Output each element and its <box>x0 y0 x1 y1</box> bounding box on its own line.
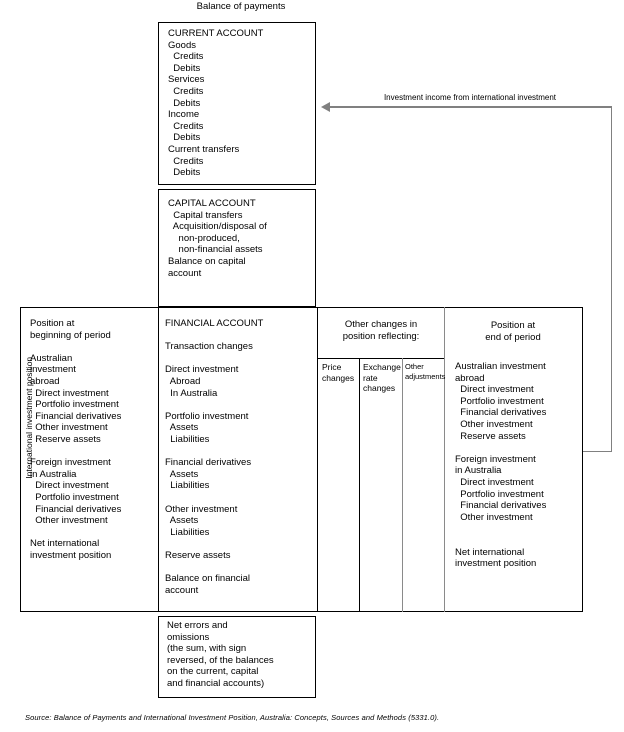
current-account-box <box>158 22 316 185</box>
diagram-title: Balance of payments <box>196 1 286 12</box>
exchange-rate-changes-column-header: Exchange rate changes <box>363 362 401 394</box>
investment-income-arrow-label: Investment income from international inv… <box>383 93 557 102</box>
arrow-vertical-line <box>610 106 612 452</box>
position-beginning-of-period-text: Position at beginning of period Australi… <box>30 318 122 561</box>
arrow-head-icon <box>321 101 330 112</box>
current-account-text: CURRENT ACCOUNT Goods Credits Debits Ser… <box>168 28 264 179</box>
other-changes-header-underline <box>317 357 444 359</box>
net-errors-and-omissions-box <box>158 616 316 698</box>
position-end-of-period-header: Position at end of period <box>485 320 541 343</box>
column-divider-1 <box>158 307 159 612</box>
other-changes-header: Other changes in position reflecting: <box>342 319 420 342</box>
column-divider-2 <box>317 307 318 612</box>
column-divider-3 <box>443 307 445 612</box>
financial-account-text: FINANCIAL ACCOUNT Transaction changes Di… <box>165 318 264 596</box>
arrow-horizontal-line <box>327 106 612 108</box>
subcolumn-divider-2 <box>401 358 403 612</box>
net-errors-and-omissions-text: Net errors and omissions (the sum, with … <box>167 620 274 689</box>
other-adjustments-column-header: Other adjustments <box>405 362 446 381</box>
price-changes-column-header: Price changes <box>322 362 355 383</box>
international-investment-position-row <box>20 307 583 612</box>
source-note: Source: Balance of Payments and Internat… <box>25 713 440 722</box>
capital-account-text: CAPITAL ACCOUNT Capital transfers Acquis… <box>168 198 267 279</box>
subcolumn-divider-1 <box>358 358 360 612</box>
capital-account-box <box>158 189 316 307</box>
position-end-of-period-text: Australian investment abroad Direct inve… <box>455 361 547 570</box>
arrow-bottom-line <box>572 450 611 452</box>
